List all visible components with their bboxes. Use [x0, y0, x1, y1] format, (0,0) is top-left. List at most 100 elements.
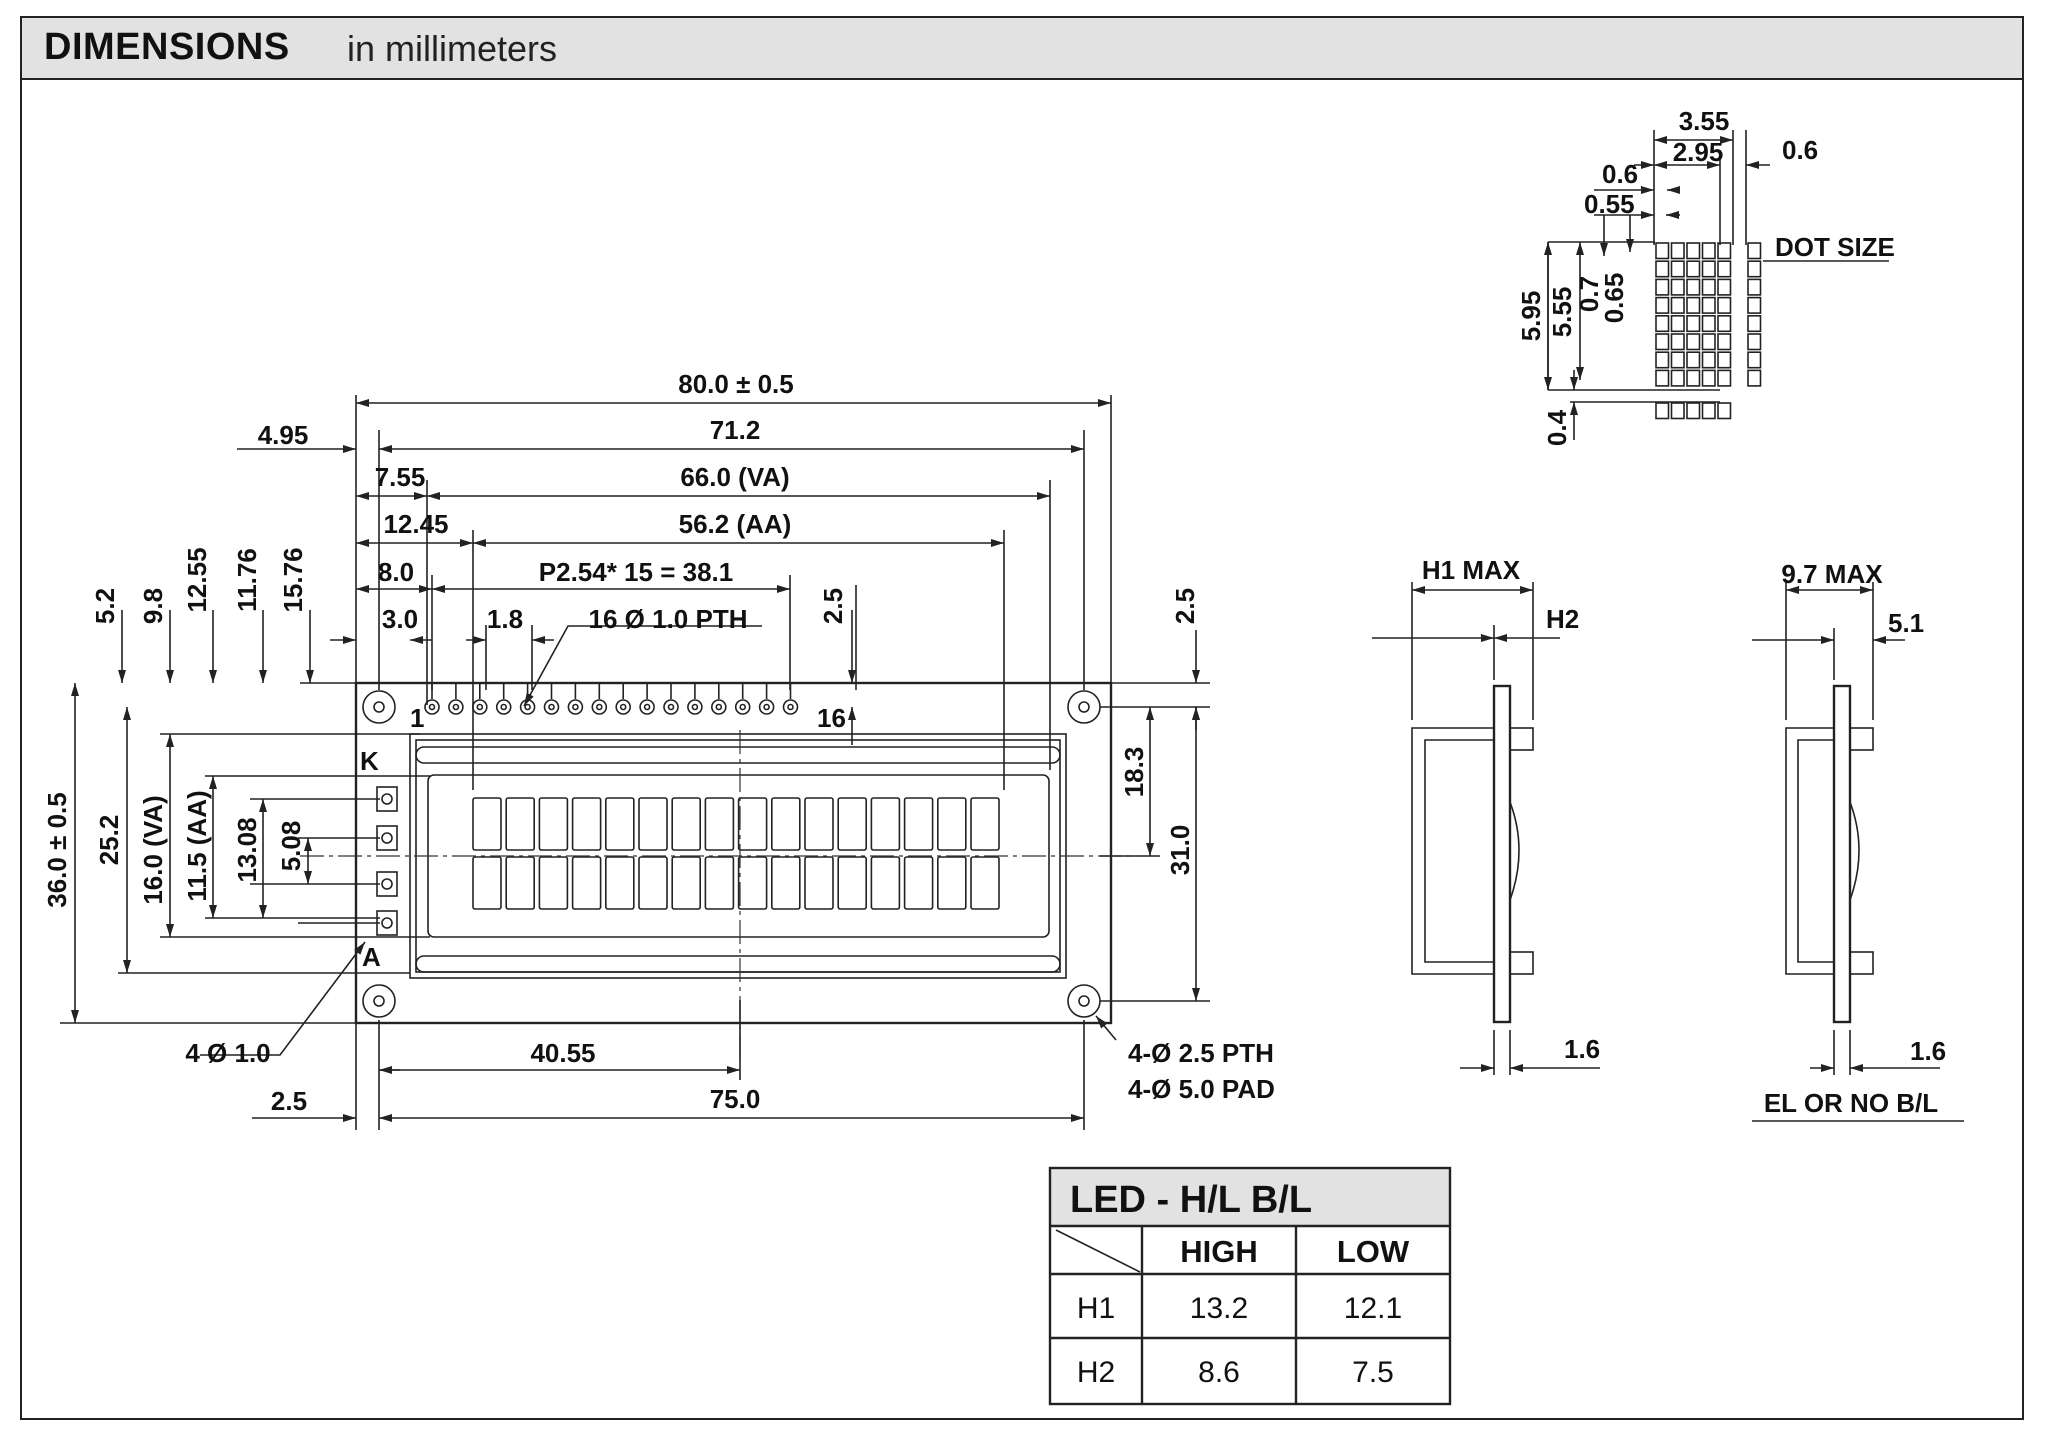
dot — [1686, 333, 1701, 351]
pin-hole — [495, 699, 512, 715]
character-cell — [770, 856, 801, 910]
dot-matrix — [1655, 242, 1762, 420]
dot — [1686, 296, 1701, 314]
dot — [1670, 242, 1685, 260]
character-cell — [472, 856, 502, 910]
led-h2-label: H2 — [1546, 604, 1579, 634]
dot — [1655, 296, 1670, 314]
character-cell — [770, 797, 801, 851]
character-cell — [837, 856, 868, 910]
dim-right-2-5: 2.5 — [1170, 588, 1200, 624]
character-cell — [638, 856, 668, 910]
pin-16-label: 16 — [817, 703, 846, 733]
dim-40-55: 40.55 — [530, 1038, 595, 1068]
dot — [1701, 242, 1716, 260]
dim-pin-holes: 16 Ø 1.0 PTH — [589, 604, 748, 634]
character-cell — [903, 856, 934, 910]
led-pads — [376, 786, 398, 936]
dim-3-0: 3.0 — [382, 604, 418, 634]
dot-0-65: 0.65 — [1599, 273, 1629, 324]
leader-lines — [200, 625, 1117, 1056]
character-cell — [704, 797, 735, 851]
dot-5-55: 5.55 — [1547, 287, 1577, 338]
dim-11-5-aa: 11.5 (AA) — [182, 790, 212, 901]
dot — [1670, 333, 1685, 351]
pin-hole — [519, 699, 536, 715]
character-cell — [538, 856, 569, 910]
pin-holes — [424, 683, 799, 715]
dim-pin-pitch: P2.54* 15 = 38.1 — [539, 557, 733, 587]
pin-hole — [663, 699, 679, 715]
dim-18-3: 18.3 — [1119, 747, 1149, 798]
character-cell — [571, 797, 602, 851]
bezel-top-strip — [415, 746, 1061, 764]
dimension-lines-h — [237, 399, 1111, 1122]
mount-hole-bl — [362, 984, 396, 1018]
dot — [1701, 314, 1716, 333]
table-row-label: H1 — [1077, 1292, 1115, 1325]
dot — [1717, 314, 1732, 333]
dot — [1655, 260, 1670, 278]
dot — [1670, 260, 1685, 278]
dim-13-08: 13.08 — [232, 817, 262, 882]
dot — [1717, 242, 1732, 260]
dot-5-95: 5.95 — [1516, 291, 1546, 342]
title-subtitle: in millimeters — [347, 28, 558, 69]
character-cell — [671, 856, 702, 910]
character-cell — [737, 797, 768, 851]
pin-hole — [734, 699, 751, 715]
mount-pad-note: 4-Ø 5.0 PAD — [1128, 1074, 1275, 1104]
pin-hole — [567, 699, 584, 715]
mount-pth-note: 4-Ø 2.5 PTH — [1128, 1038, 1274, 1068]
table-col-low: LOW — [1337, 1234, 1410, 1269]
character-cell — [870, 856, 901, 910]
dot-size-detail: 3.55 2.95 0.6 0.6 0.55 DOT SIZE 5.95 5.5… — [1516, 106, 1895, 446]
dim-25-2: 25.2 — [94, 815, 124, 866]
dim-7-55: 7.55 — [375, 462, 426, 492]
led-a-label: A — [362, 942, 381, 972]
dim-led-holes: 4 Ø 1.0 — [185, 1038, 270, 1068]
dimension-lines-v — [71, 610, 1200, 1023]
table-cell: 13.2 — [1190, 1292, 1248, 1325]
pin-hole — [471, 699, 488, 715]
dim-75-0: 75.0 — [710, 1084, 761, 1114]
dim-8-0: 8.0 — [378, 557, 414, 587]
dot-size-label: DOT SIZE — [1775, 232, 1895, 262]
pin-hole — [758, 699, 775, 715]
dim-9-8: 9.8 — [138, 588, 168, 624]
dot — [1670, 369, 1685, 387]
dot-0-7: 0.7 — [1574, 276, 1604, 312]
dot — [1701, 333, 1716, 351]
dot — [1670, 278, 1685, 296]
dot-0-6-right: 0.6 — [1782, 135, 1818, 165]
character-cell — [505, 856, 536, 910]
led-thickness-label: 1.6 — [1564, 1034, 1600, 1064]
el-no-bl-label: EL OR NO B/L — [1764, 1088, 1938, 1118]
dot — [1686, 369, 1701, 387]
dot — [1655, 278, 1670, 296]
pin-hole — [591, 699, 608, 715]
character-cell — [837, 797, 868, 851]
pin-hole — [782, 699, 799, 715]
pin-1-label: 1 — [410, 703, 424, 733]
led-k-label: K — [360, 746, 379, 776]
dot — [1670, 351, 1685, 369]
character-cell — [936, 856, 967, 910]
dim-top-2-5: 2.5 — [818, 588, 848, 624]
dot — [1655, 242, 1670, 260]
dot-0-4: 0.4 — [1542, 409, 1572, 446]
title-bold: DIMENSIONS — [44, 26, 290, 68]
title-bar: DIMENSIONS in millimeters — [22, 18, 2022, 80]
el-width-label: 9.7 MAX — [1781, 559, 1883, 589]
extension-lines — [60, 395, 1210, 1130]
dot — [1686, 242, 1701, 260]
bezel-bottom-strip — [415, 955, 1061, 973]
led-height-table: LED - H/L B/L HIGH LOW H1 13.2 12.1 H2 8… — [1048, 1166, 1452, 1406]
dim-overall-width: 80.0 ± 0.5 — [678, 369, 793, 399]
table-cell: 12.1 — [1344, 1292, 1402, 1325]
dot — [1686, 351, 1701, 369]
character-cell — [604, 797, 635, 851]
table-title: LED - H/L B/L — [1070, 1179, 1312, 1221]
mount-hole-tl — [362, 690, 396, 724]
character-cell — [870, 797, 901, 851]
